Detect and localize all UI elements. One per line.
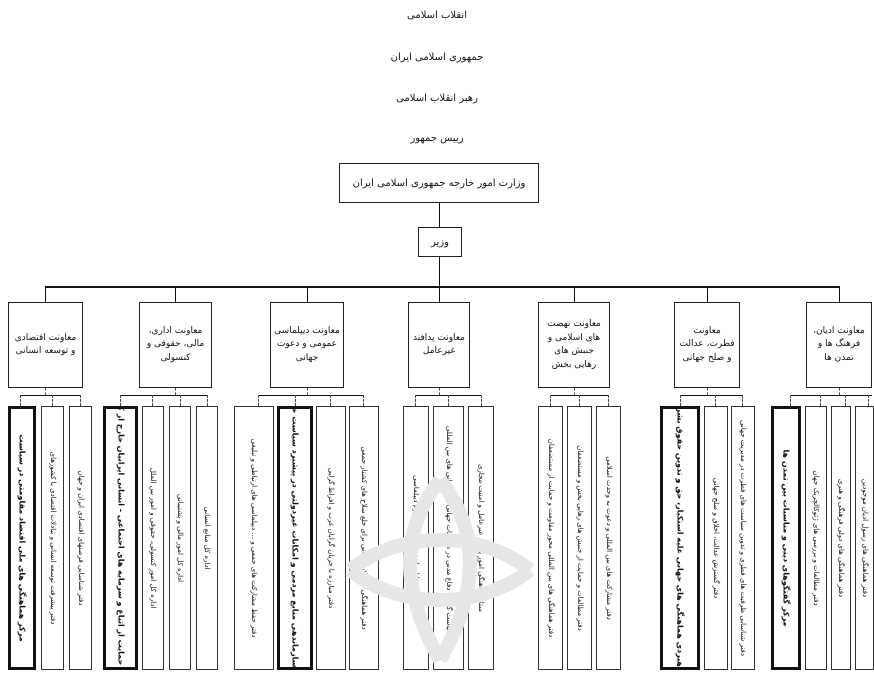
sub-connector (550, 395, 551, 406)
sub-connector (152, 395, 153, 406)
sub-unit: مرکز سازماندهی منابع مردمی و امکانات غیر… (277, 406, 313, 670)
sub-unit: دفتر مشارکت های بین المللی و دعوت به وحد… (596, 406, 621, 670)
sub-unit: دفتر هماهنگی های دولی فرهنگی و هنری (831, 406, 851, 670)
dept-economic: معاونت اقتصادی و توسعه انسانی (8, 302, 83, 388)
header-line-3: رهبر انقلاب اسلامی (396, 93, 478, 104)
sub-connector (175, 388, 176, 395)
department-bus (45, 286, 840, 288)
sub-unit: دفتر حفظ مشارکت های جمعی و ... دیپلماسی … (234, 406, 274, 670)
sub-connector (790, 395, 791, 406)
sub-connector (574, 388, 575, 395)
sub-unit: اداره کل امور کنسولی، حقوقی و امور بین ا… (142, 406, 164, 670)
sub-connector (207, 395, 208, 406)
sub-unit: دفتر هماهنگی معاملات جهانی برای خلع سلاح… (349, 406, 379, 670)
sub-connector (439, 388, 440, 395)
connector-ministry-minister (439, 203, 440, 227)
dept-drop (839, 286, 840, 302)
connector-minister-bus (439, 257, 440, 287)
sub-unit: دفتر هماهنگی های بین المللی محور مقاومت … (538, 406, 563, 670)
sub-connector (307, 388, 308, 395)
minister-box: وزیر (418, 227, 462, 257)
sub-connector (481, 395, 482, 406)
sub-connector (258, 395, 259, 406)
sub-connector (448, 395, 449, 406)
sub-connector (20, 395, 21, 406)
sub-unit: دفتر شناسایی ظرفیت های فطری و تدوین سیاس… (731, 406, 755, 670)
sub-unit: دفتر مطالعات و حمایت از جنبش های رهایی ب… (567, 406, 592, 670)
sub-unit: مرکز هماهنگی های ملی اقتصاد مقاومتی در س… (8, 406, 36, 670)
dept-islamic-movements: معاونت نهضت های اسلامی و جنبش های رهایی … (538, 302, 610, 388)
sub-unit: مرکز راهبردی هماهنگی های جهانی علیه استک… (660, 406, 700, 670)
sub-unit: اداره کل امور مالی و پشتیبانی (169, 406, 191, 670)
dept-passive-defense: معاونت پدافند غیرعامل (408, 302, 470, 388)
sub-unit: مرکز گفتگوهای دینی و مناسبات بین تمدن ها (771, 406, 801, 670)
sub-connector (363, 395, 364, 406)
watermark-ornament (345, 475, 535, 664)
sub-connector (707, 388, 708, 395)
sub-connector (820, 395, 821, 406)
header-line-2: جمهوری اسلامی ایران (390, 52, 484, 63)
sub-connector (608, 395, 609, 406)
sub-bus (258, 395, 363, 396)
sub-connector (45, 388, 46, 395)
dept-admin-finance: معاونت اداری، مالی، حقوقی و کنسولی (139, 302, 212, 388)
dept-religions-cultures: معاونت ادیان، فرهنگ ها و تمدن ها (806, 302, 872, 388)
header-line-1: انقلاب اسلامی (407, 10, 467, 21)
dept-drop (175, 286, 176, 302)
sub-unit: دفتر مطالعات و بررسی های ژئوکالچریک جهان (805, 406, 827, 670)
sub-connector (120, 395, 121, 406)
header-line-4: رییس جمهور (410, 133, 464, 144)
sub-connector (579, 395, 580, 406)
dept-fitrat-justice: معاونت فطرت، عدالت و صلح جهانی (674, 302, 740, 388)
sub-connector (845, 395, 846, 406)
sub-bus (790, 395, 872, 396)
sub-connector (868, 395, 869, 406)
sub-connector (295, 395, 296, 406)
dept-drop (707, 286, 708, 302)
dept-drop (574, 286, 575, 302)
sub-bus (120, 395, 208, 396)
sub-unit: دفتر گسترش عدالت، اخلاق و صلح جهانی (704, 406, 728, 670)
sub-connector (742, 395, 743, 406)
ministry-box: وزارت امور خارجه جمهوری اسلامی ایران (339, 163, 539, 203)
sub-connector (80, 395, 81, 406)
sub-connector (839, 388, 840, 395)
dept-drop (307, 286, 308, 302)
sub-connector (680, 395, 681, 406)
sub-connector (715, 395, 716, 406)
sub-connector (52, 395, 53, 406)
sub-connector (415, 395, 416, 406)
sub-bus (20, 395, 80, 396)
dept-drop (45, 286, 46, 302)
sub-unit: اداره کل منابع انسانی (196, 406, 218, 670)
dept-drop (439, 286, 440, 302)
dept-public-diplomacy: معاونت دیپلماسی عمومی و دعوت جهانی (270, 302, 344, 388)
sub-connector (180, 395, 181, 406)
sub-unit: دفتر پیشرفت توسعه انسانی و تبادلات اقتصا… (41, 406, 64, 670)
sub-unit: دفتر هماهنگی های رسول ادیان موجودین (855, 406, 874, 670)
sub-bus (680, 395, 742, 396)
sub-unit: دفتر مبارزه با جریان گرایان غرب و افراط … (316, 406, 346, 670)
sub-connector (330, 395, 331, 406)
sub-unit: دفتر شناسایی فرصتهای اقتصادی ایران و جها… (69, 406, 92, 670)
sub-unit: مرکز حمایت از اتباع و سرمایه های اجتماعی… (103, 406, 138, 670)
